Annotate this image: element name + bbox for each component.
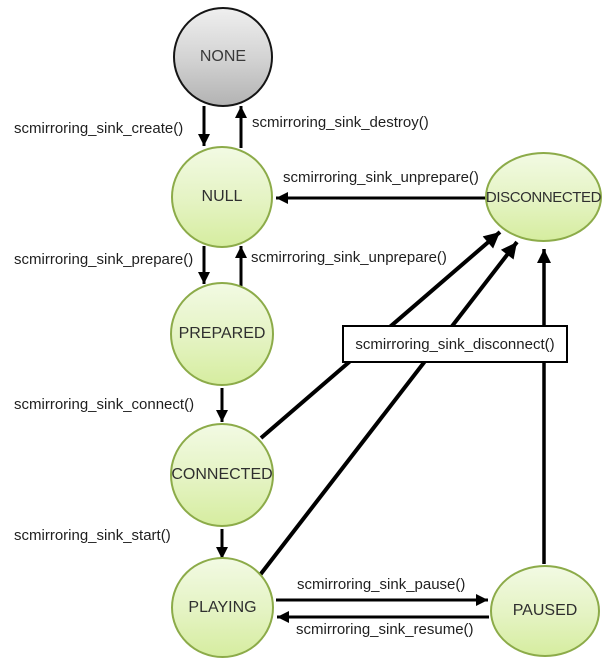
state-none: NONE: [173, 7, 273, 107]
disconnect-transition-label: scmirroring_sink_disconnect(): [355, 335, 555, 353]
create-transition-label: scmirroring_sink_create(): [14, 120, 184, 137]
unprepare-transition-label: scmirroring_sink_unprepare(): [251, 249, 447, 266]
unprepare-from-disconnected-label: scmirroring_sink_unprepare(): [283, 169, 479, 186]
destroy-transition-label: scmirroring_sink_destroy(): [252, 114, 429, 131]
state-connected: CONNECTED: [170, 423, 274, 527]
state-playing-label: PLAYING: [188, 598, 257, 616]
state-disconnected-label: DISCONNECTED: [485, 188, 602, 206]
resume-transition-label: scmirroring_sink_resume(): [296, 621, 474, 638]
state-prepared: PREPARED: [170, 282, 274, 386]
state-disconnected: DISCONNECTED: [485, 152, 602, 242]
state-connected-label: CONNECTED: [171, 466, 273, 483]
state-none-label: NONE: [199, 48, 247, 65]
state-null: NULL: [171, 146, 273, 248]
disconnect-transition-box: scmirroring_sink_disconnect(): [342, 325, 568, 363]
connect-transition-label: scmirroring_sink_connect(): [14, 396, 195, 413]
state-playing: PLAYING: [171, 557, 274, 658]
state-paused-label: PAUSED: [512, 602, 578, 619]
prepare-transition-label: scmirroring_sink_prepare(): [14, 251, 194, 268]
state-paused: PAUSED: [490, 565, 600, 657]
state-prepared-label: PREPARED: [178, 325, 266, 342]
state-null-label: NULL: [201, 188, 243, 205]
start-transition-label: scmirroring_sink_start(): [14, 527, 171, 544]
pause-transition-label: scmirroring_sink_pause(): [297, 576, 466, 593]
arrow-playing-to-disconnected: [258, 240, 519, 577]
